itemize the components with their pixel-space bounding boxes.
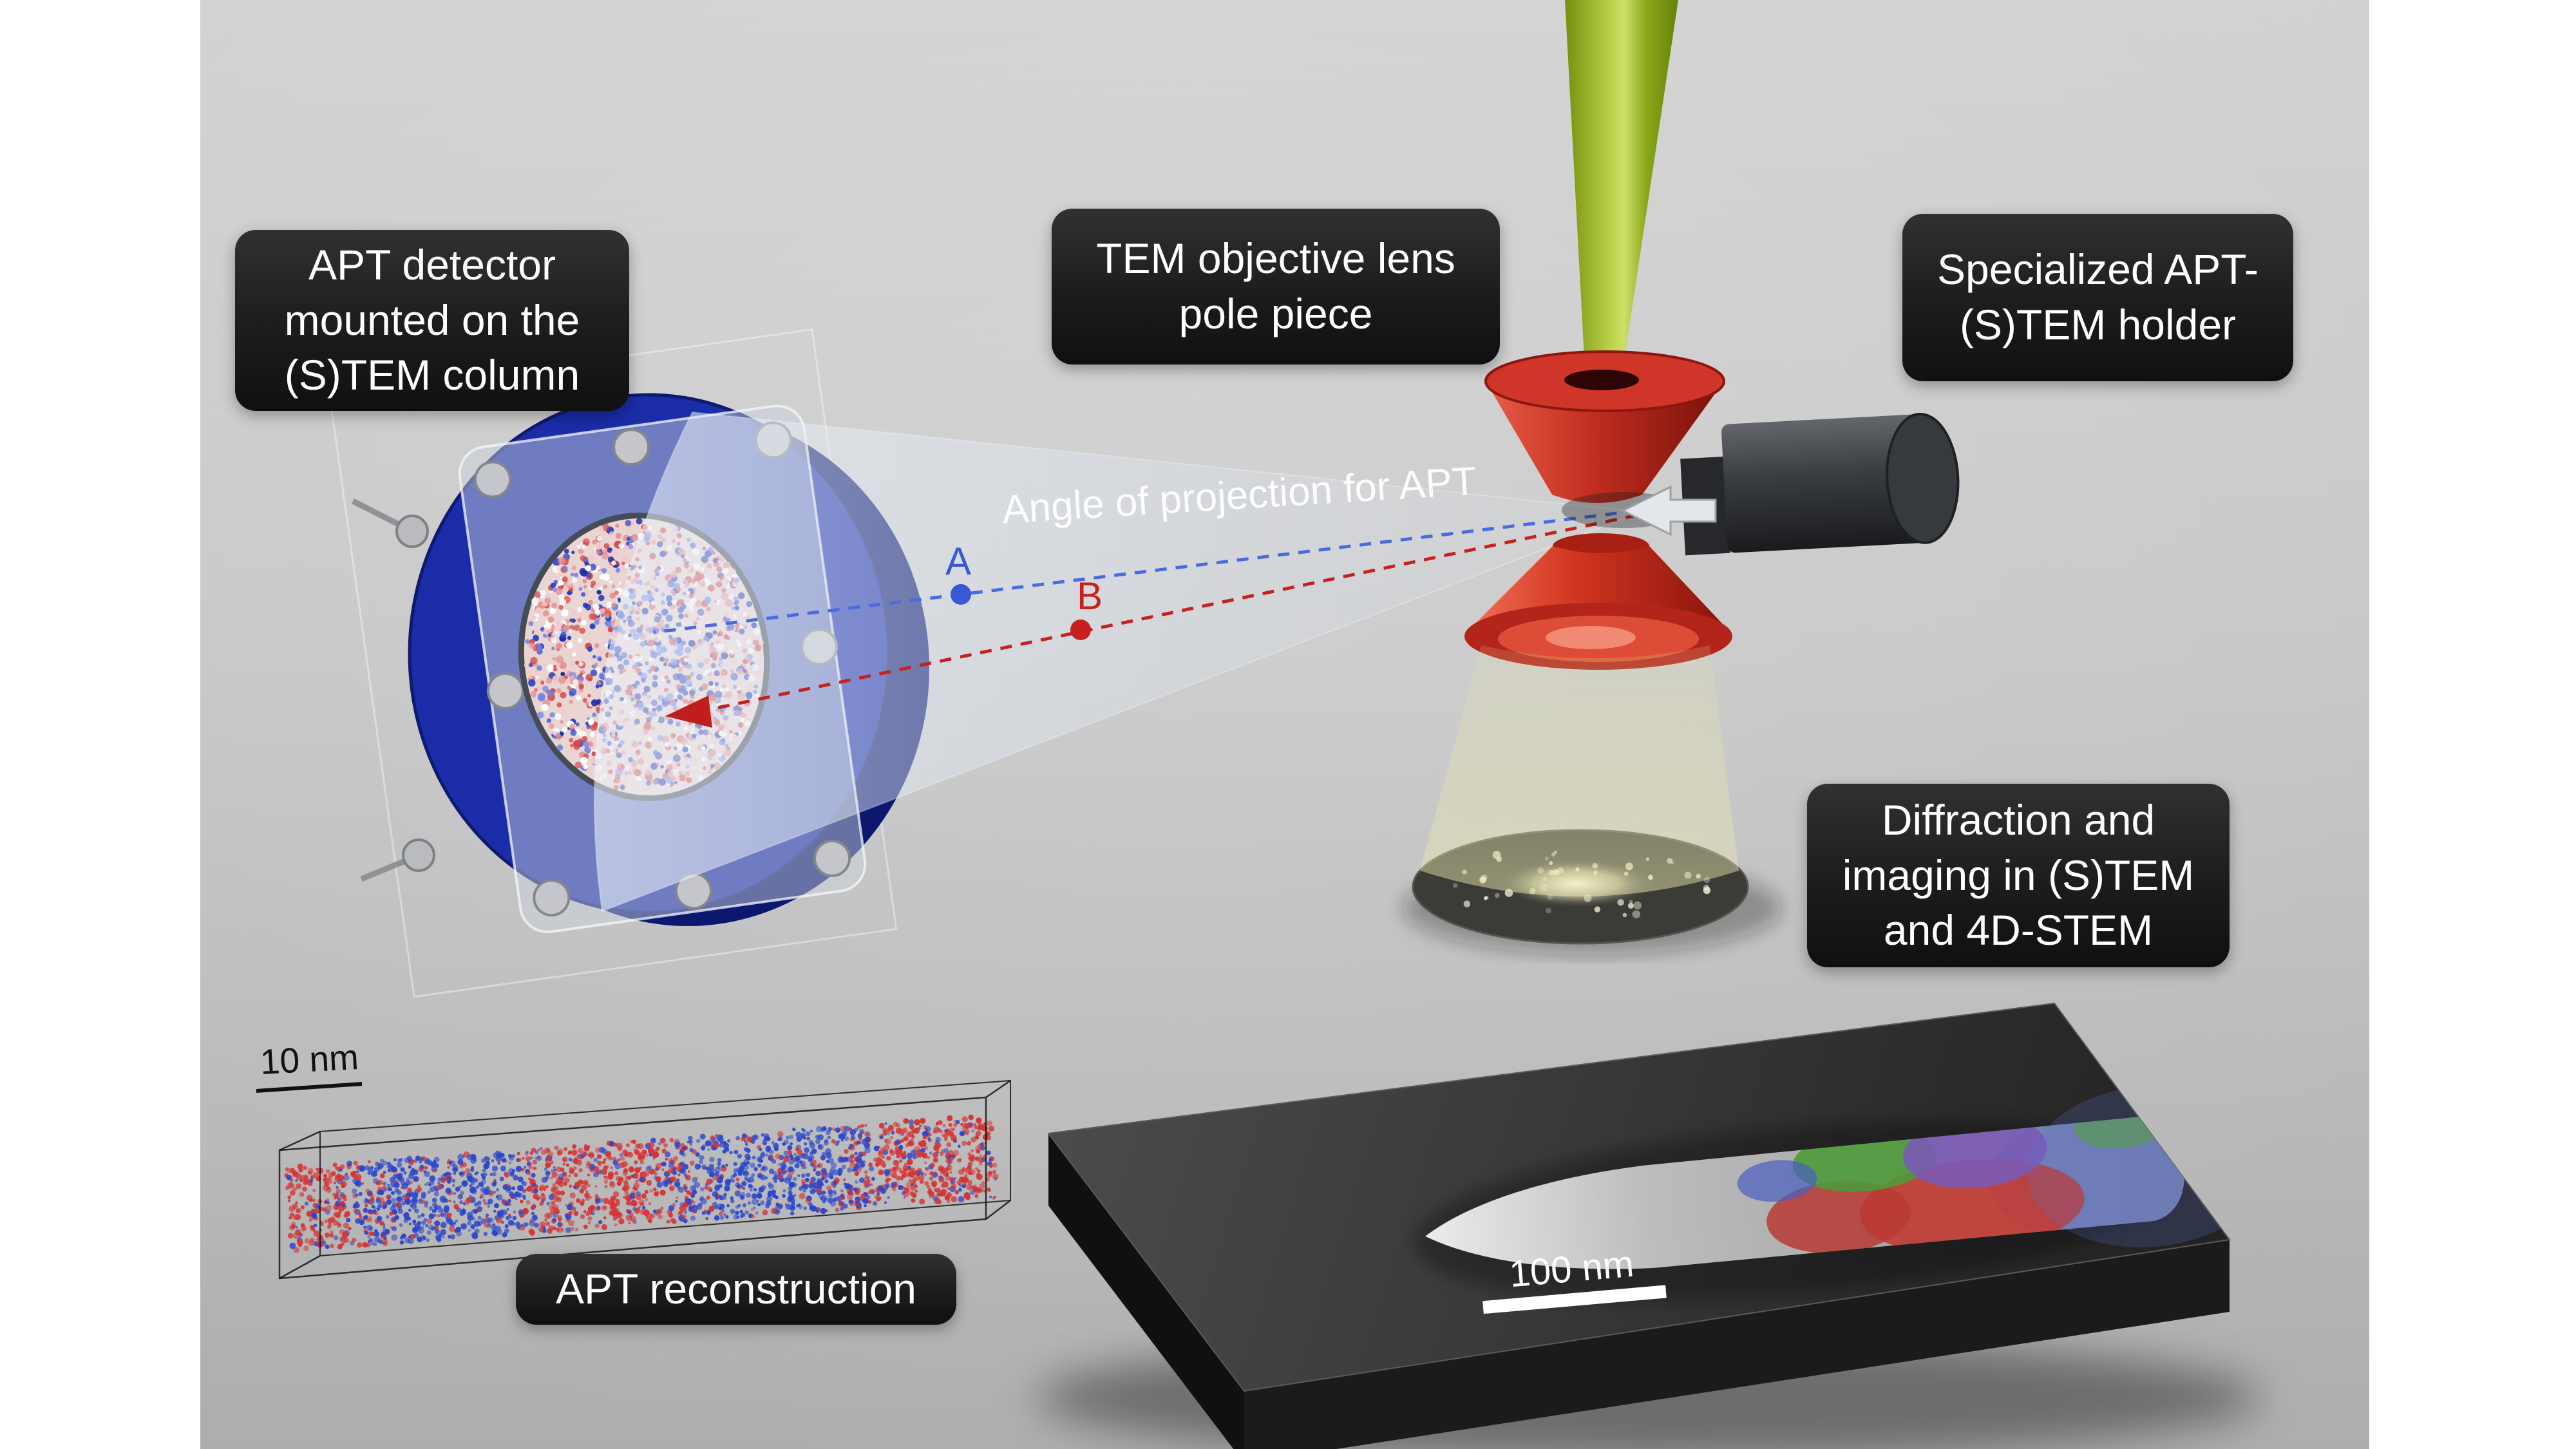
callout-diffraction: Diffraction and imaging in (S)TEM and 4D… [1807,784,2230,967]
trajectory-b-line [708,513,1638,712]
recon-scale-label: 10 nm [259,1037,359,1082]
callout-detector: APT detector mounted on the (S)TEM colum… [235,230,629,411]
trajectory-a-line [653,509,1638,634]
callout-reconstruction: APT reconstruction [516,1254,956,1325]
point-a-marker [951,584,971,605]
specimen-holder [1680,412,1960,556]
detector-mount-screws [351,498,435,882]
specimen-arrow [1620,485,1717,536]
point-b-label: B [1077,574,1103,618]
callout-reconstruction-text: APT reconstruction [555,1265,917,1313]
point-b-marker [1070,620,1091,640]
recon-scale-bar [256,1082,363,1093]
point-a-label: A [945,540,971,583]
callout-pole-piece: TEM objective lens pole piece [1052,209,1500,365]
diffraction-cone [1420,645,1739,896]
callout-holder-text: Specialized APT- (S)TEM holder [1937,245,2259,348]
reconstruction-point-cloud [284,1114,999,1253]
needle-image: 100 nm [1412,1085,2230,1314]
pole-piece-upper [1484,350,1725,503]
pole-piece-lower [1464,533,1732,670]
projection-cone [593,411,1642,913]
callout-holder: Specialized APT- (S)TEM holder [1902,214,2293,381]
trajectory-b-arrowhead [665,696,712,728]
tip-scale-bar [1482,1285,1667,1314]
callout-pole-piece-text: TEM objective lens pole piece [1096,234,1455,337]
needle-grains [1737,1113,2188,1254]
pole-piece-bore [1564,370,1639,390]
reconstruction-box [278,1079,1011,1280]
callout-diffraction-text: Diffraction and imaging in (S)TEM and 4D… [1842,795,2195,954]
callout-detector-text: APT detector mounted on the (S)TEM colum… [284,240,580,399]
